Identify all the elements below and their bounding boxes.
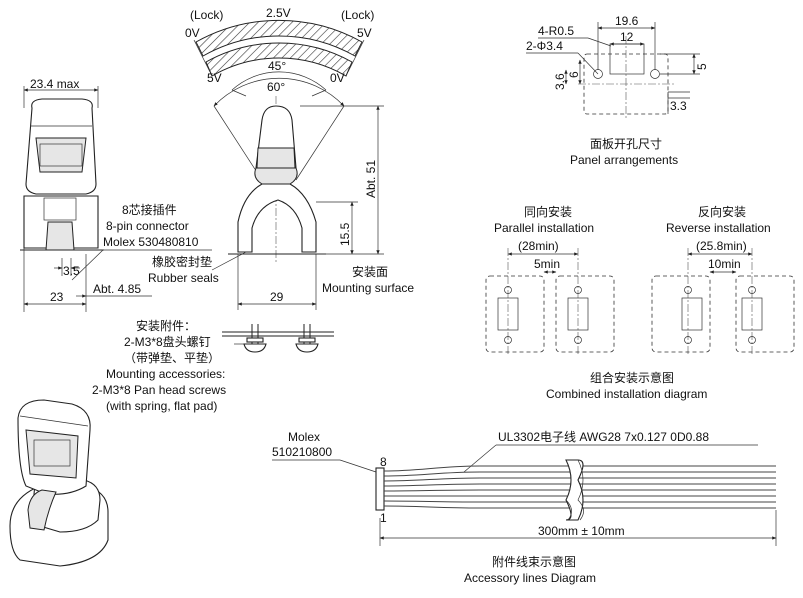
dim-abt-51-label: Abt. 51 [364,160,378,198]
cable-wire [383,465,776,472]
rubber-seal-label-cn: 橡胶密封垫 [152,254,212,269]
dim-12-label: 12 [620,30,634,44]
voltage-arc-band-outer [195,19,363,57]
front-view-drawing: 23.4 max 3.5 23 Abt. 4.85 [20,77,152,312]
cable-caption-cn: 附件线束示意图 [492,554,576,569]
dim-19-6-label: 19.6 [615,14,639,28]
screw-icon [243,324,267,353]
side-view-drawing: Abt. 51 15.5 29 安装面 Mounting surface [228,96,414,310]
dim-3-6-label: 3.6 [553,73,567,90]
accessory-cable-diagram: Molex 510210800 UL3302电子线 AWG28 7x0.127 … [272,430,777,585]
pin-8-label: 8 [380,455,387,469]
reverse-label-cn: 反向安装 [698,204,746,219]
accessories-screw-cn: 2-M3*8盘头螺钉 [124,334,211,349]
molex-label: Molex [288,430,320,444]
cable-wire [383,505,776,509]
pin-1-label: 1 [380,511,387,525]
lock-left-label: (Lock) [190,8,223,22]
five-volt-left-label: 5V [207,71,222,85]
product-3d-illustration [9,399,109,567]
dim-3-5-label: 3.5 [63,264,80,278]
reverse-panel-2 [735,275,795,353]
connector-label-en: 8-pin connector [106,219,189,233]
mounting-surface-label-en: Mounting surface [322,281,414,295]
molex-connector [375,467,385,511]
cable-wire [383,477,776,482]
accessories-pad-en: (with spring, flat pad) [106,399,217,413]
corner-radius-label: 4-R0.5 [538,24,574,38]
dim-23-label: 23 [50,290,64,304]
cable-wires [383,465,776,509]
accessories-callout: 安装附件： 2-M3*8盘头螺钉 （带弹垫、平垫） Mounting acces… [92,318,334,413]
angle-60-label: 60° [267,80,285,94]
width-max-label: 23.4 max [30,77,79,91]
accessories-title-cn: 安装附件： [136,318,196,333]
zero-volt-left-label: 0V [185,26,200,40]
dim-6-label: 6 [567,71,581,78]
panel-center-slot [609,43,645,75]
angle-45-label: 45° [268,59,286,73]
rubber-seal-label-en: Rubber seals [148,271,219,285]
parallel-panel-1 [485,275,545,353]
screw-icon [295,324,319,353]
mounting-hole-right [650,69,660,79]
two-point-five-volt-label: 2.5V [266,6,291,20]
connector-callout: 8芯接插件 8-pin connector Molex 530480810 橡胶… [71,202,247,285]
zero-volt-right-label: 0V [330,71,345,85]
cable-length-label: 300mm ± 10mm [538,524,625,538]
dim-15-5-label: 15.5 [338,222,352,246]
dim-3-3-label: 3.3 [670,99,687,113]
accessories-pad-cn: （带弹垫、平垫） [124,350,220,365]
accessories-title-en: Mounting accessories: [106,367,225,381]
hole-diameter-label: 2-Φ3.4 [526,39,563,53]
parallel-pitch-label: (28min) [518,239,559,253]
reverse-pitch-label: (25.8min) [696,239,747,253]
parallel-panel-2 [555,275,615,353]
parallel-label-en: Parallel installation [494,221,594,235]
combined-caption-en: Combined installation diagram [546,387,707,401]
reverse-installation-diagram: 反向安装 Reverse installation (25.8min) 10mi… [651,204,795,356]
connector-label-cn: 8芯接插件 [122,202,177,217]
dim-abt-4-85-label: Abt. 4.85 [93,282,141,296]
parallel-gap-label: 5min [534,257,560,271]
lock-right-label: (Lock) [341,8,374,22]
cable-wire [383,471,776,477]
connector-part-number: Molex 530480810 [103,235,199,249]
panel-cutout-drawing: 19.6 12 5 3.6 6 3.3 4-R0.5 2-Φ3.4 面板开孔尺寸… [526,14,709,167]
voltage-arc-diagram: (Lock) 0V 2.5V (Lock) 5V 5V 0V 45° 60° [185,6,374,181]
dim-5-label: 5 [695,63,709,70]
reverse-label-en: Reverse installation [666,221,771,235]
combined-caption-cn: 组合安装示意图 [590,370,674,385]
parallel-installation-diagram: 同向安装 Parallel installation (28min) 5min [485,204,615,356]
reverse-gap-label: 10min [708,257,741,271]
molex-part-number: 510210800 [272,445,332,459]
parallel-label-cn: 同向安装 [524,204,572,219]
wire-spec-label: UL3302电子线 AWG28 7x0.127 0D0.88 [498,430,709,444]
five-volt-right-label: 5V [357,26,372,40]
cable-wire [383,489,776,492]
side-view-base [237,183,317,253]
voltage-arc-band-inner [205,42,353,77]
cable-wire [383,500,776,503]
panel-caption-en: Panel arrangements [570,153,678,167]
panel-caption-cn: 面板开孔尺寸 [590,137,662,151]
mounting-surface-label-cn: 安装面 [352,264,388,279]
accessories-screw-en: 2-M3*8 Pan head screws [92,383,226,397]
cable-wire [383,483,776,487]
reverse-panel-1 [651,275,711,353]
cable-caption-en: Accessory lines Diagram [464,571,596,585]
dim-29-label: 29 [270,290,284,304]
